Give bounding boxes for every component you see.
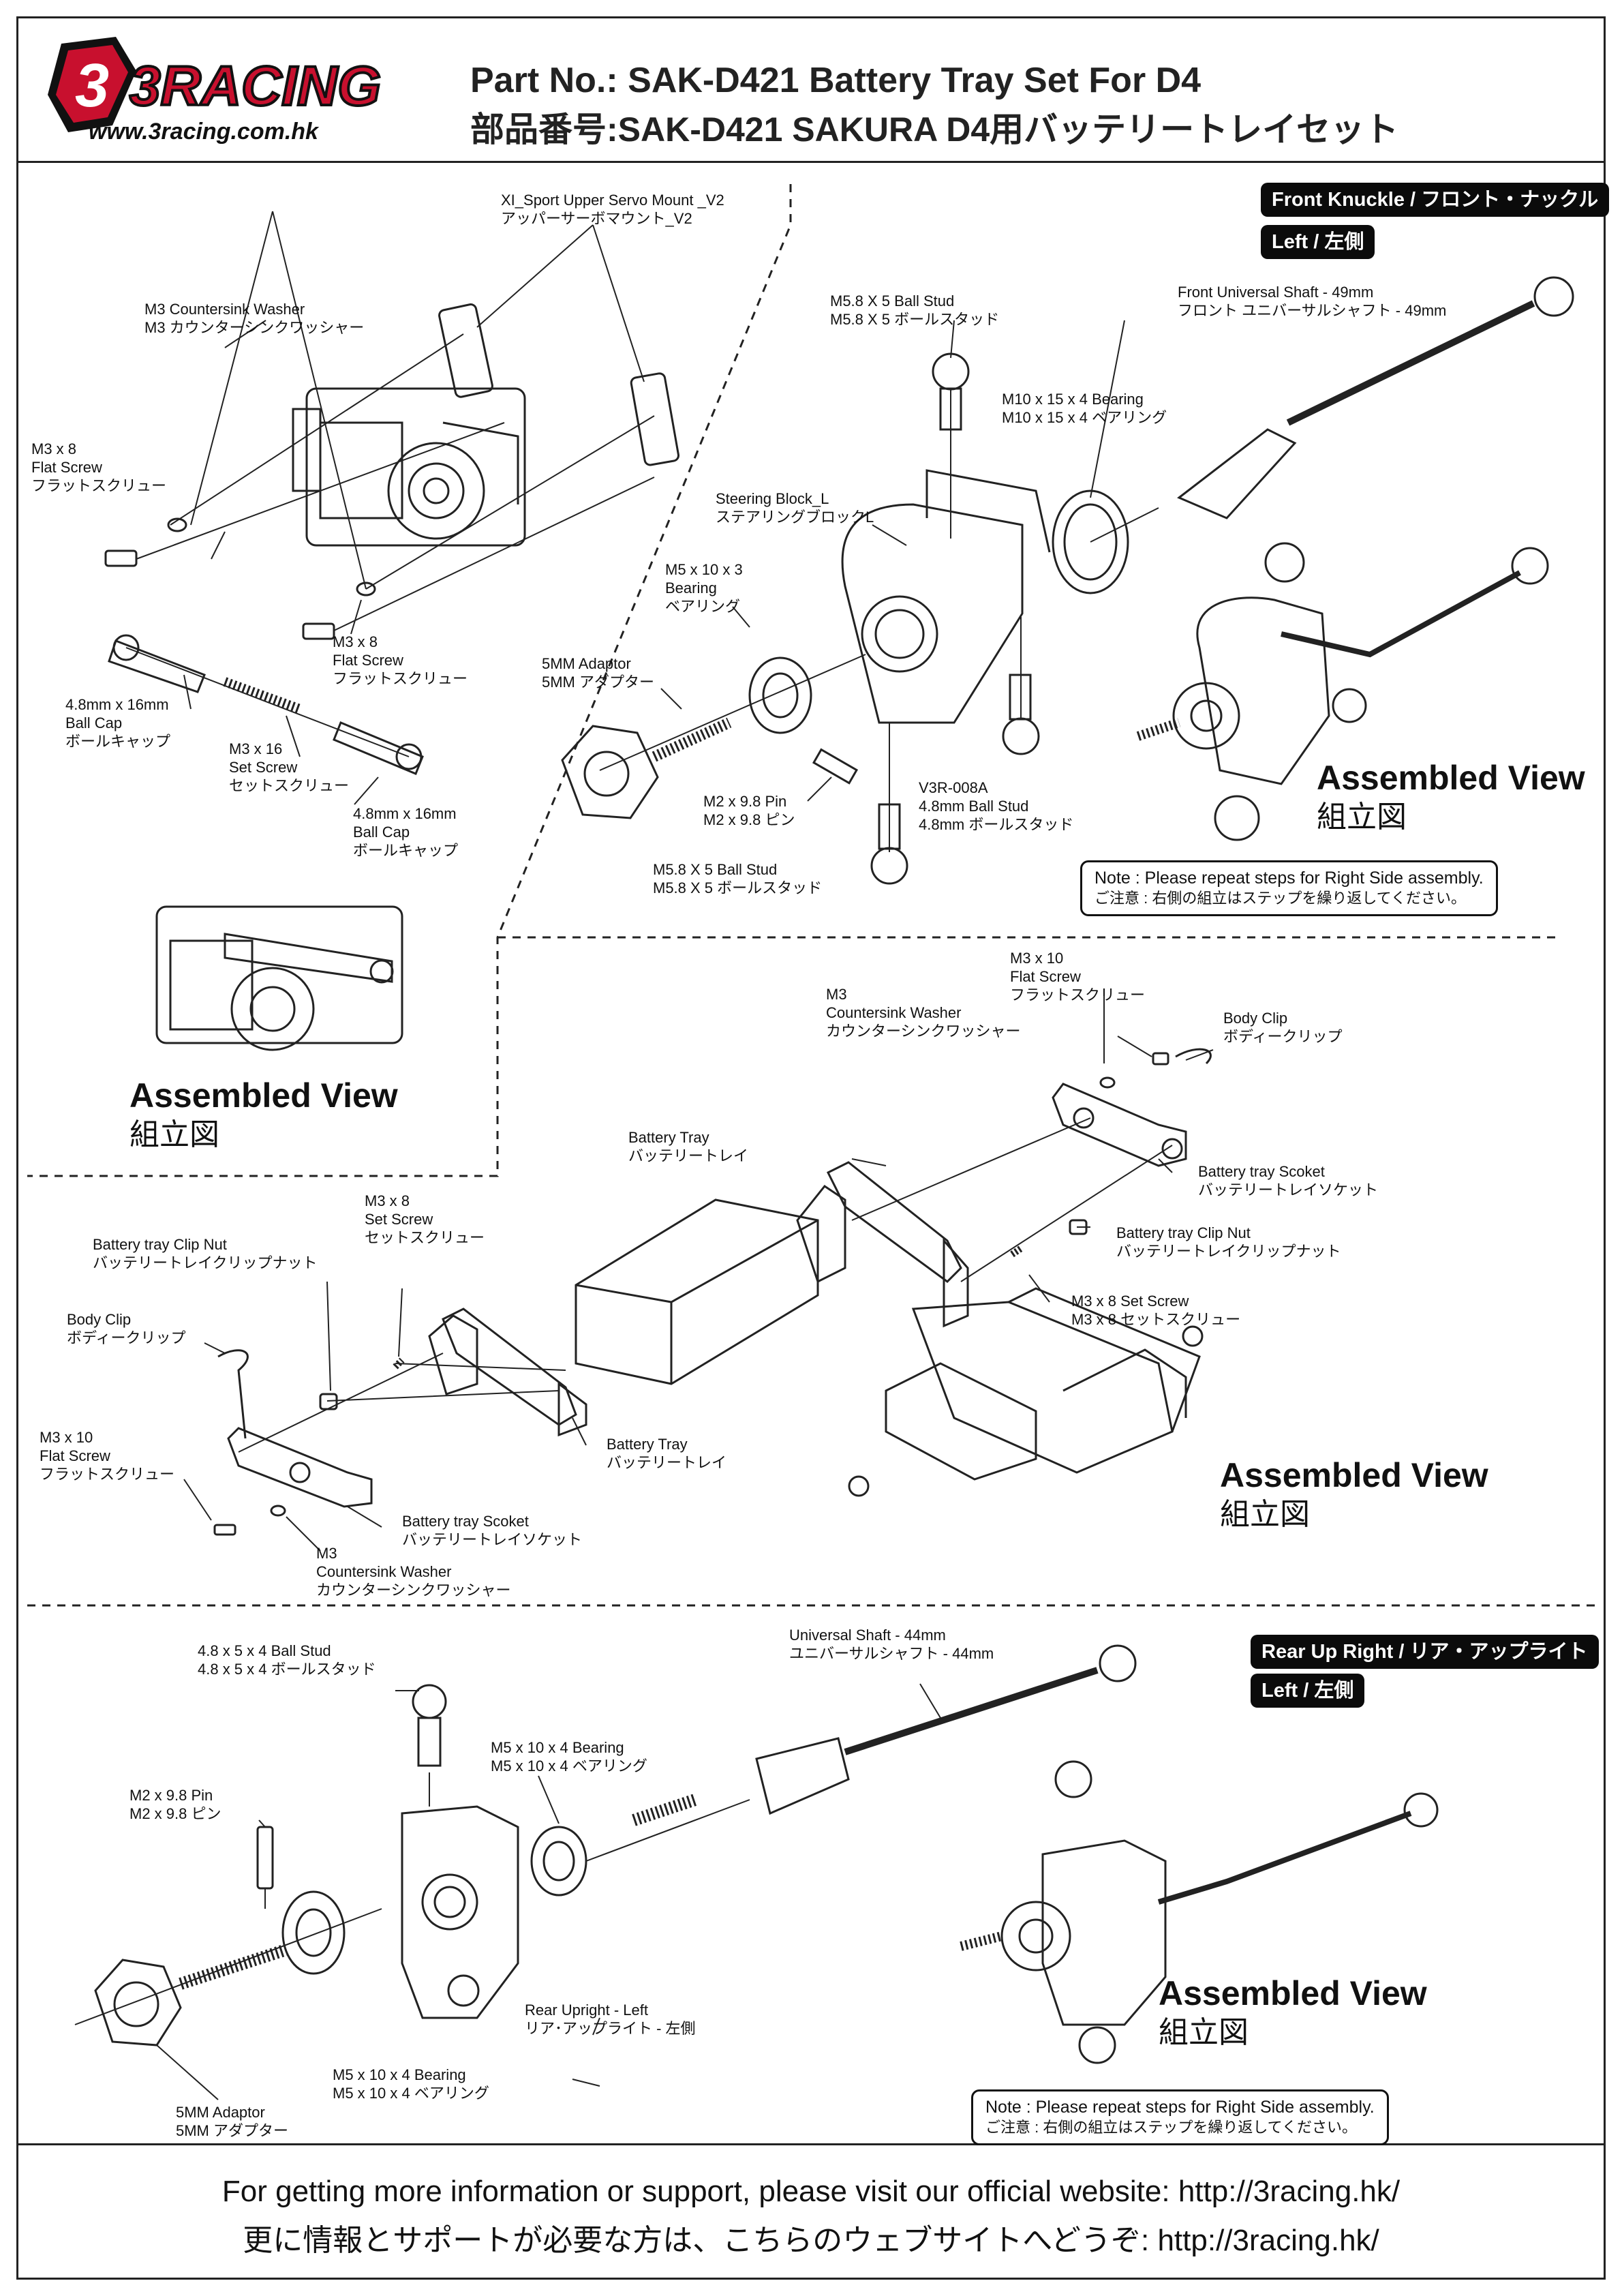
footer-support-text-jp: 更に情報とサポートが必要な方は、こちらのウェブサイトへどうぞ: http://3…	[243, 2224, 1379, 2257]
servo-assembled-drawing	[155, 905, 403, 1051]
battery-tray-left-drawing	[213, 1308, 587, 1536]
header-divider	[16, 161, 1606, 163]
brand-logo: 3 3RACING www.3racing.com.hk	[48, 37, 382, 145]
logo-emblem-icon: 3	[48, 37, 136, 132]
note-right-side-top: Note : Please repeat steps for Right Sid…	[1080, 860, 1498, 916]
footer-support-text: For getting more information or support,…	[221, 2175, 1401, 2208]
rear-upright-assembled-drawing	[960, 1760, 1439, 2064]
logo-wordmark: 3RACING	[129, 55, 381, 117]
battery-box-drawing	[575, 1198, 819, 1385]
battery-tray-assembled-drawing	[848, 1287, 1204, 1497]
page-title: Part No.: SAK-D421 Battery Tray Set For …	[470, 61, 1202, 100]
front-side-tag: Left / 左側	[1261, 225, 1375, 259]
page-frame	[16, 16, 1606, 2280]
front-knuckle-tag: Front Knuckle / フロント・ナックル	[1261, 183, 1610, 217]
knuckle-assembled-drawing	[1136, 542, 1549, 841]
servo-mount-drawing	[104, 211, 680, 775]
logo-website: www.3racing.com.hk	[89, 119, 320, 145]
knuckle-exploded-drawing	[561, 276, 1574, 885]
rear-upright-exploded-drawing	[74, 1644, 1137, 2046]
svg-text:3: 3	[75, 52, 109, 120]
footer-divider	[16, 2143, 1606, 2145]
battery-tray-right-drawing	[796, 1048, 1212, 1328]
rear-side-tag: Left / 左側	[1251, 1674, 1365, 1708]
page-title-jp: 部品番号:SAK-D421 SAKURA D4用バッテリートレイセット	[470, 110, 1399, 149]
leader-lines	[156, 320, 1214, 2100]
note-right-side-bottom: Note : Please repeat steps for Right Sid…	[971, 2089, 1389, 2145]
rear-upright-tag: Rear Up Right / リア・アップライト	[1251, 1635, 1599, 1669]
section-dividers	[27, 184, 1595, 1607]
